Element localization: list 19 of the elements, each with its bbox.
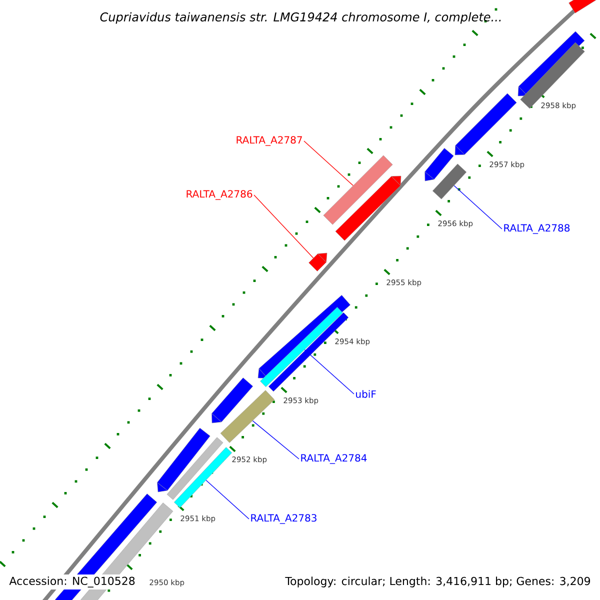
gene-bar <box>308 252 328 272</box>
gene-label: ubiF <box>356 390 376 398</box>
gene-label: RALTA_A2783 <box>251 514 316 524</box>
gene-bar <box>323 155 393 225</box>
leader-line <box>254 194 314 258</box>
gene-bar <box>220 390 275 443</box>
gene-label: RALTA_A2788 <box>504 224 570 234</box>
summary-text: Topology: circular; Length: 3,416,911 bp; Genes: 3,209 <box>283 574 593 590</box>
accession-text: Accession: NC_010528 <box>7 574 138 590</box>
gene-label: RALTA_A2784 <box>301 454 367 464</box>
gene-bar <box>432 164 467 200</box>
leader-line <box>454 185 502 230</box>
gene-bar <box>174 447 232 508</box>
leader-line <box>206 480 250 520</box>
gene-label: RALTA_A2787 <box>236 136 302 146</box>
gene-label: RALTA_A2786 <box>186 190 252 200</box>
leader-line <box>252 420 300 460</box>
title: Cupriavidus taiwanensis str. LMG19424 chromosome I, complete... <box>100 12 501 24</box>
leader-line <box>304 140 354 186</box>
